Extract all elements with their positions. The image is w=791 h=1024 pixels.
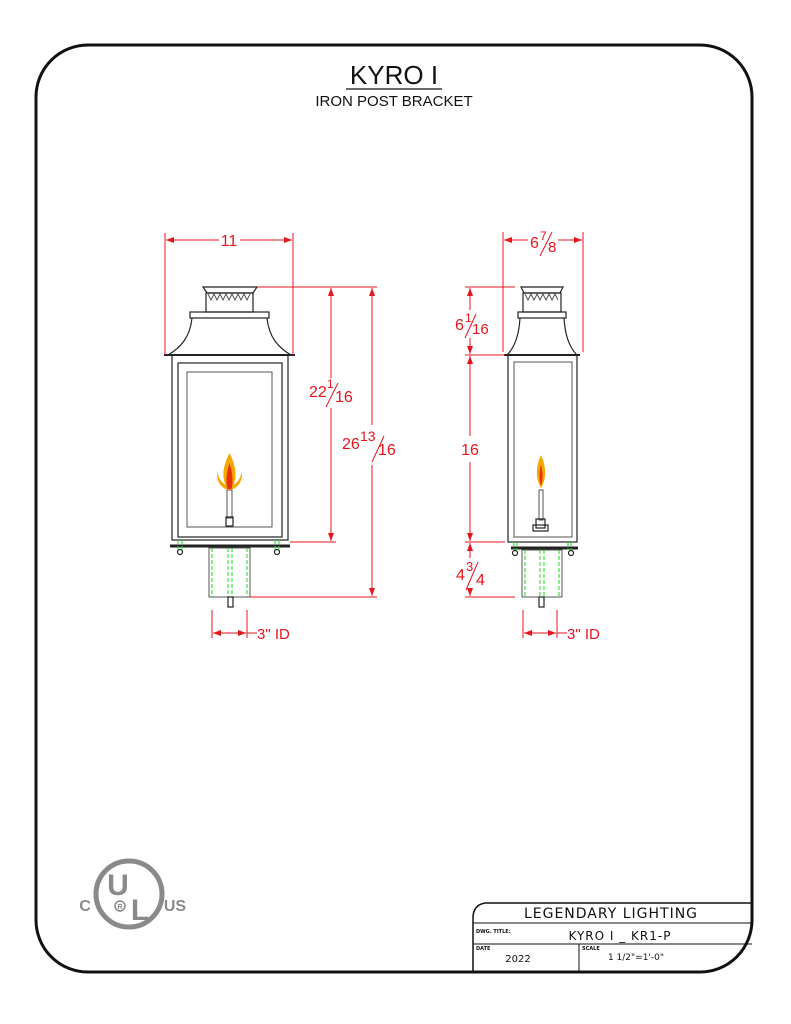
ul-certification-logo: U L R C US [79,858,187,930]
front-post-id: 3" ID [257,626,290,643]
side-base-whole: 4 [456,567,465,584]
side-post-id: 3" ID [567,626,600,643]
side-base-num: 3 [466,559,473,574]
drawing-subtitle: IRON POST BRACKET [315,93,472,110]
body-height-whole: 22 [309,384,327,401]
svg-text:R: R [117,904,122,911]
date-label: DATE [476,946,491,952]
side-base-den: 4 [476,572,485,589]
title-block: LEGENDARY LIGHTING DWG. TITLE: KYRO I _ … [472,902,752,972]
flame-icon [217,453,242,490]
body-height-den: 16 [335,389,353,406]
date-value: 2022 [505,954,530,965]
front-view-lantern [164,286,295,608]
sheet-border [34,43,754,974]
side-top-den: 16 [472,321,489,338]
scale-label: SCALE [582,946,600,952]
drawing-title: KYRO I [350,60,438,90]
svg-text:L: L [131,894,149,927]
side-top-num: 1 [465,311,472,325]
total-height-whole: 26 [342,436,360,453]
total-height-den: 16 [378,442,396,459]
side-body-dim: 16 [461,442,479,459]
side-width-num: 7 [540,229,547,243]
side-view-lantern [504,286,580,608]
side-top-whole: 6 [455,317,464,334]
dwg-title: KYRO I _ KR1-P [569,929,672,943]
body-height-num: 1 [327,377,334,391]
svg-text:U: U [107,869,129,902]
svg-text:C: C [79,898,91,915]
front-width-dim: 11 [221,233,238,250]
side-dimensions: 6 7 8 6 1 16 16 4 3 4 3" ID [455,229,600,643]
company-name: LEGENDARY LIGHTING [524,906,698,922]
svg-text:US: US [164,898,187,915]
dwg-title-label: DWG. TITLE: [476,929,511,935]
side-width-den: 8 [548,239,556,256]
front-dimensions: 11 22 1 16 26 13 16 3" ID [164,233,396,643]
side-width-whole: 6 [530,235,539,252]
scale-value: 1 1/2"=1'-0" [608,953,664,963]
side-flame-icon [539,465,543,486]
total-height-num: 13 [360,428,376,444]
